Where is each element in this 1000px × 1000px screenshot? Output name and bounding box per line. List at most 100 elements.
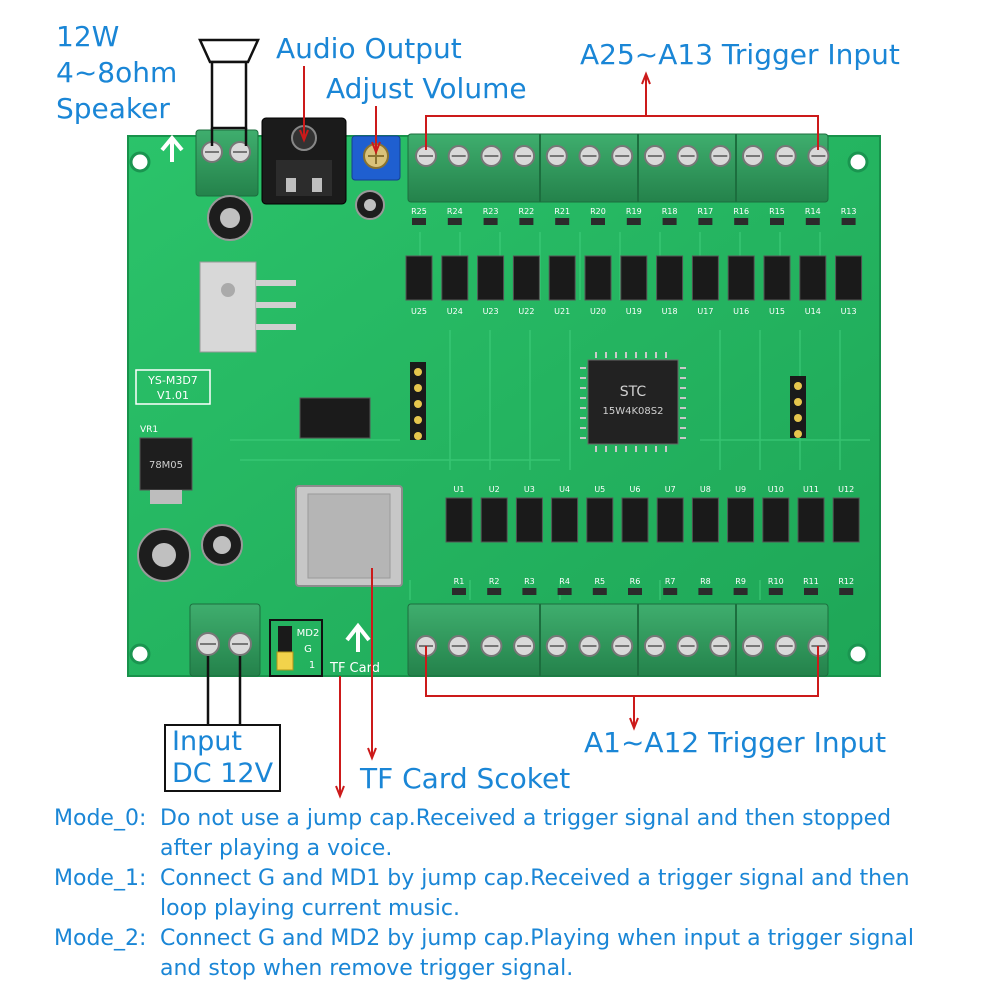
resistor (733, 588, 748, 595)
resistor-label: R9 (735, 577, 746, 586)
resistor (805, 218, 820, 225)
resistor-label: R14 (805, 207, 821, 216)
resistor (487, 588, 502, 595)
optocoupler (515, 497, 543, 543)
up-arrow-icon (160, 134, 184, 162)
mount-hole-tl (129, 151, 151, 173)
model-label: YS-M3D7 (147, 374, 198, 387)
top-trigger-label: A25~A13 Trigger Input (580, 38, 900, 71)
resistor (452, 588, 466, 595)
optocoupler-label: U18 (662, 307, 678, 316)
resistor-label: R11 (803, 577, 819, 586)
resistor-label: R15 (769, 207, 785, 216)
top-optocoupler-row: U25R25U24R24U23R23U22R22U21R21U20R20U19R… (405, 207, 863, 316)
mode-jumper: MD2 G 1 (269, 619, 323, 677)
resistor-label: R16 (733, 207, 749, 216)
optocoupler-label: U6 (630, 485, 641, 494)
version-label: V1.01 (157, 389, 189, 402)
jumper-1-label: 1 (309, 660, 315, 671)
tf-card-socket-part (295, 485, 403, 587)
resistor-label: R13 (841, 207, 857, 216)
resistor (734, 218, 749, 225)
mount-hole-bl (129, 643, 151, 665)
optocoupler-label: U24 (447, 307, 463, 316)
header-p1 (790, 376, 806, 438)
mode-2-key: Mode_2: (54, 926, 147, 951)
mode-1-line2: loop playing current music. (160, 896, 460, 921)
resistor-label: R20 (590, 207, 606, 216)
bottom-optocoupler-row: U1R1U2R2U3R3U4R4U5R5U6R6U7R7U8R8U9R9U10R… (445, 485, 860, 595)
resistor (841, 218, 856, 225)
resistor (483, 218, 498, 225)
resistor (804, 588, 818, 595)
mcu-chip: STC 15W4K08S2 (580, 352, 686, 452)
optocoupler-label: U2 (489, 485, 500, 494)
resistor-label: R25 (411, 207, 427, 216)
volume-potentiometer (351, 135, 401, 181)
power-input-line1: Input (172, 726, 242, 757)
optocoupler (620, 255, 648, 301)
capacitor (137, 528, 191, 582)
mount-hole-tr (847, 151, 869, 173)
resistor (662, 218, 677, 225)
regulator-heatsink (199, 261, 296, 353)
optocoupler (656, 497, 684, 543)
speaker-icon (198, 38, 260, 130)
audio-jack (261, 117, 347, 205)
mode-0-key: Mode_0: (54, 806, 147, 831)
optocoupler (835, 255, 863, 301)
mode-0-line1: Do not use a jump cap.Received a trigger… (160, 806, 892, 831)
optocoupler (832, 497, 860, 543)
optocoupler (405, 255, 433, 301)
mode-1-line1: Connect G and MD1 by jump cap.Received a… (160, 866, 910, 891)
optocoupler (691, 255, 719, 301)
resistor (768, 588, 783, 595)
audio-output-label: Audio Output (276, 32, 462, 65)
optocoupler (799, 255, 827, 301)
optocoupler (656, 255, 684, 301)
mode-0-line2: after playing a voice. (160, 836, 393, 861)
resistor-label: R8 (700, 577, 711, 586)
optocoupler (727, 255, 755, 301)
leader-lines (206, 66, 819, 799)
resistor-label: R10 (768, 577, 784, 586)
resistor (663, 588, 678, 595)
resistor (626, 218, 641, 225)
header-p8 (410, 362, 426, 440)
bottom-terminal-row (407, 603, 830, 677)
optocoupler (445, 497, 473, 543)
optocoupler-label: U12 (838, 485, 854, 494)
resistor-label: R4 (559, 577, 570, 586)
optocoupler (441, 255, 469, 301)
mode-2-line1: Connect G and MD2 by jump cap.Playing wh… (160, 926, 914, 951)
tf-card-silk-label: TF Card (329, 661, 380, 676)
resistor-label: R1 (454, 577, 465, 586)
optocoupler (477, 255, 505, 301)
resistor (770, 218, 784, 225)
resistor-label: R5 (594, 577, 605, 586)
top-trigger-bracket (425, 115, 819, 150)
resistor-label: R24 (447, 207, 463, 216)
tf-card-socket-label: TF Card Scoket (360, 762, 571, 795)
top-trigger-leader (641, 71, 651, 116)
resistor (698, 218, 713, 225)
mode-1-key: Mode_1: (54, 866, 147, 891)
optocoupler-label: U23 (483, 307, 499, 316)
optocoupler (548, 255, 576, 301)
regulator-label: 78M05 (149, 460, 183, 471)
optocoupler (512, 255, 540, 301)
optocoupler-label: U3 (524, 485, 535, 494)
speaker-terminal-block (195, 129, 259, 197)
optocoupler (586, 497, 614, 543)
vr1-silk-label: VR1 (140, 425, 158, 435)
terminal-block-body (407, 133, 829, 203)
resistor-label: R7 (665, 577, 676, 586)
resistor (519, 218, 534, 225)
bottom-trigger-label: A1~A12 Trigger Input (584, 726, 887, 759)
mcu-label-line2: 15W4K08S2 (603, 406, 664, 417)
model-silk-box: YS-M3D7 V1.01 (135, 369, 211, 405)
optocoupler (762, 497, 790, 543)
optocoupler (621, 497, 649, 543)
speaker-label-line3: Speaker (56, 92, 170, 125)
